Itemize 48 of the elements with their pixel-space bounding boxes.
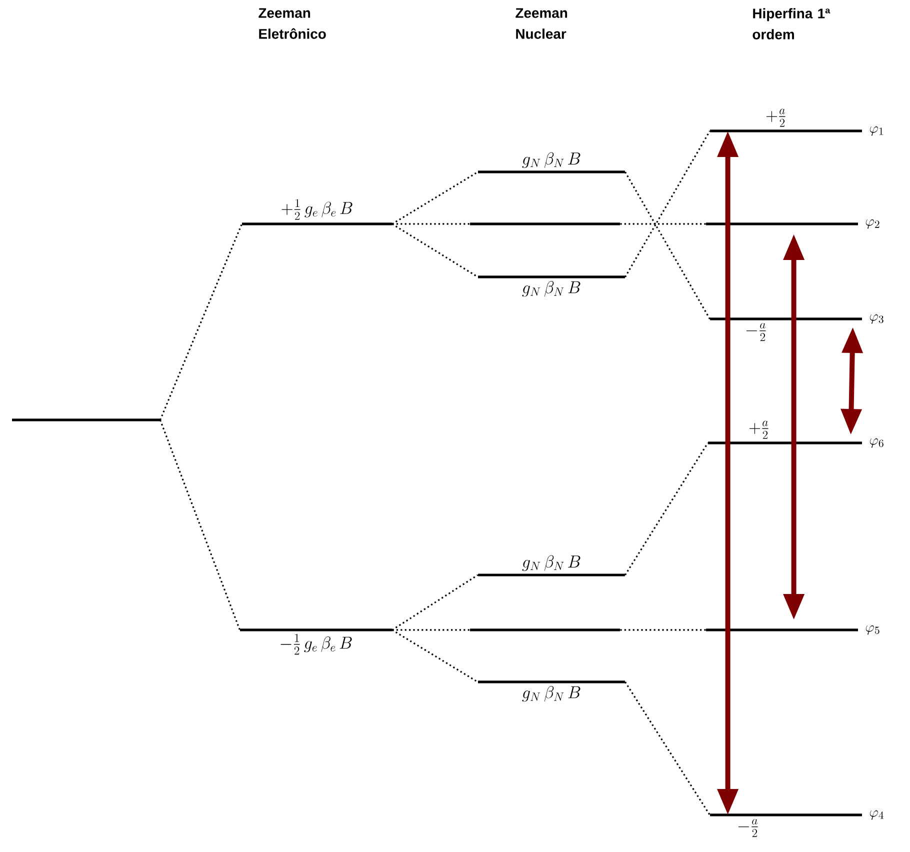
energy-level xyxy=(706,219,880,229)
level-label: $-\frac{1}{2}\,g_e\,\beta_e\,B$ xyxy=(280,634,352,655)
level-label: $g_N\,\beta_N\,B$ xyxy=(522,555,580,571)
energy-level xyxy=(710,108,883,136)
energy-level xyxy=(706,625,880,635)
connector-line xyxy=(624,130,710,278)
level-label: $g_N\,\beta_N\,B$ xyxy=(522,152,580,168)
energy-level xyxy=(242,199,392,226)
level-label: $+\frac{a}{2}$ xyxy=(749,420,768,439)
connector-line xyxy=(624,682,710,816)
level-label: $+\frac{a}{2}$ xyxy=(766,108,786,127)
energy-level xyxy=(478,555,625,576)
energy-level xyxy=(708,420,884,448)
state-label: $\varphi_3$ xyxy=(870,314,884,324)
connector-line xyxy=(620,223,706,225)
column-heading: Hiperfina 1ª ordem xyxy=(752,8,830,40)
column-heading: Zeeman Eletrônico xyxy=(258,8,326,39)
state-label: $\varphi_2$ xyxy=(866,219,880,229)
connector-line xyxy=(624,442,708,576)
connector-line xyxy=(624,172,710,320)
energy-level xyxy=(478,680,625,702)
energy-level xyxy=(710,810,884,838)
level-label: $g_N\,\beta_N\,B$ xyxy=(522,281,580,297)
level-label: $-\frac{a}{2}$ xyxy=(746,323,766,342)
energy-level xyxy=(470,628,620,632)
connector-line xyxy=(392,574,478,631)
energy-level xyxy=(478,276,625,297)
connector-line xyxy=(392,223,478,278)
state-label: $\varphi_4$ xyxy=(870,810,884,820)
connector-line xyxy=(392,629,470,631)
energy-level xyxy=(12,418,160,422)
state-label: $\varphi_5$ xyxy=(866,625,880,635)
state-label: $\varphi_6$ xyxy=(870,438,884,448)
connector-line xyxy=(392,629,478,683)
level-label: $+\frac{1}{2}\,g_e\,\beta_e\,B$ xyxy=(282,199,352,220)
energy-level xyxy=(710,314,884,342)
energy-level xyxy=(478,152,625,174)
level-label: $g_N\,\beta_N\,B$ xyxy=(522,686,580,702)
connector-line xyxy=(159,420,241,630)
column-heading: Zeeman Nuclear xyxy=(516,8,568,39)
connector-line xyxy=(620,629,706,631)
level-label: $-\frac{a}{2}$ xyxy=(738,819,758,838)
state-label: $\varphi_1$ xyxy=(870,126,883,136)
connector-line xyxy=(159,224,243,420)
energy-level xyxy=(470,222,620,226)
energy-level xyxy=(240,628,392,655)
connector-line xyxy=(392,223,470,225)
connector-line xyxy=(392,171,478,225)
